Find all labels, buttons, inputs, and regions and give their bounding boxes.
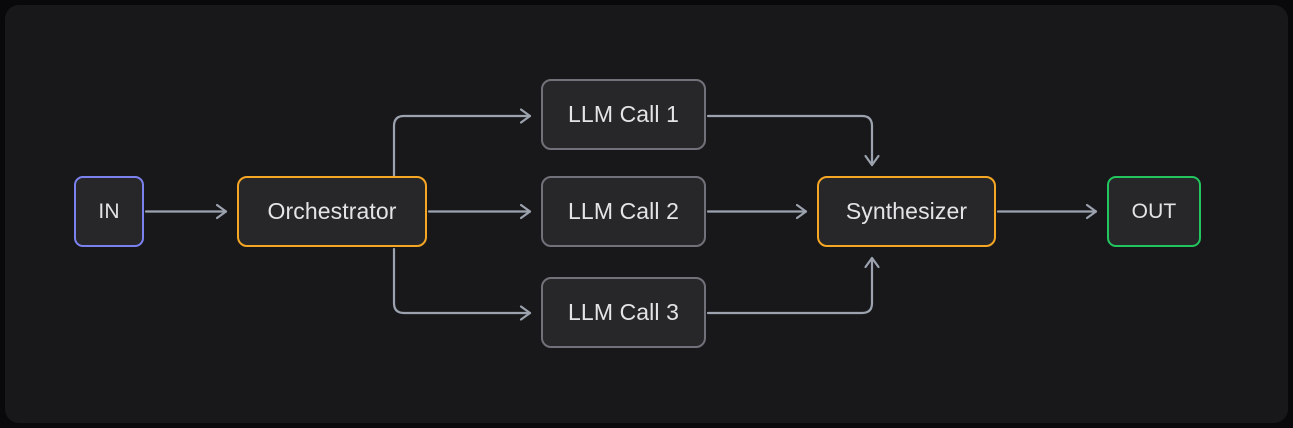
- node-llm-call-3-label: LLM Call 3: [568, 299, 679, 325]
- node-llm-call-2[interactable]: LLM Call 2: [541, 176, 706, 247]
- node-synthesizer[interactable]: Synthesizer: [817, 176, 996, 247]
- node-orchestrator-label: Orchestrator: [267, 198, 397, 224]
- node-llm-call-3[interactable]: LLM Call 3: [541, 277, 706, 348]
- node-orchestrator[interactable]: Orchestrator: [237, 176, 427, 247]
- node-llm-call-1-label: LLM Call 1: [568, 101, 679, 127]
- node-llm-call-1[interactable]: LLM Call 1: [541, 79, 706, 150]
- node-llm-call-2-label: LLM Call 2: [568, 198, 679, 224]
- node-synthesizer-label: Synthesizer: [845, 198, 968, 224]
- node-in[interactable]: IN: [74, 176, 144, 247]
- node-out-label: OUT: [1131, 199, 1177, 223]
- node-in-label: IN: [98, 199, 120, 223]
- node-out[interactable]: OUT: [1107, 176, 1201, 247]
